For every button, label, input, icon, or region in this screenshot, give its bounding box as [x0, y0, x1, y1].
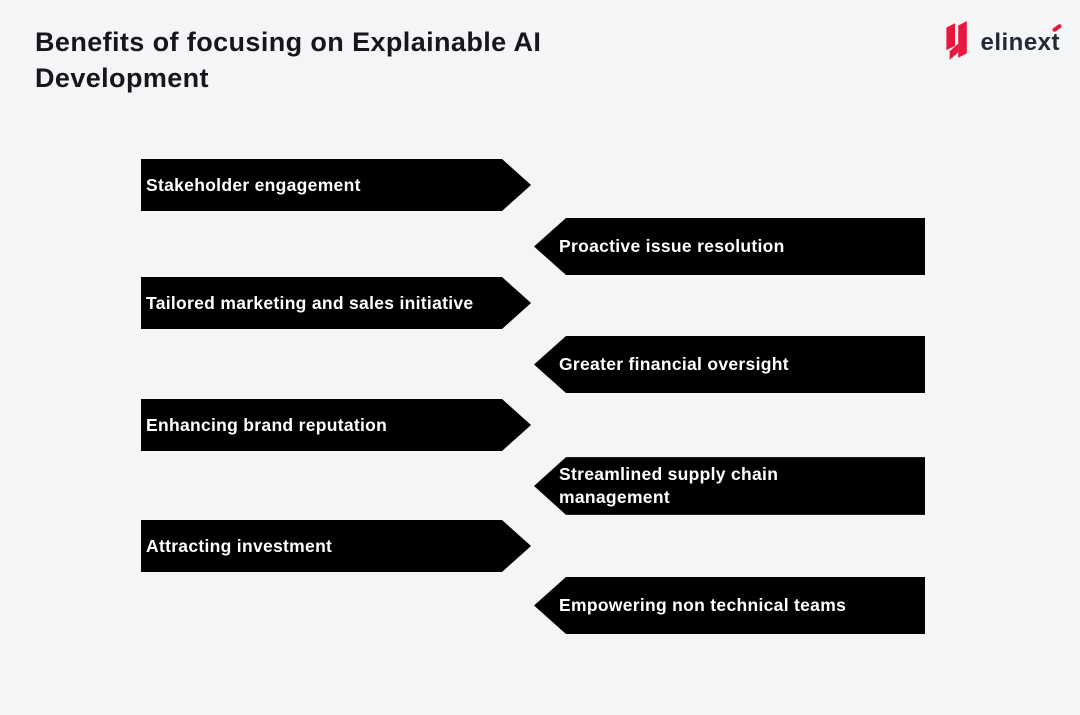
- benefit-label: Tailored marketing and sales initiative: [146, 292, 474, 313]
- benefit-banner-6: Streamlined supply chain management: [522, 446, 936, 526]
- elinext-n-icon: [946, 20, 968, 60]
- benefit-label: Empowering non technical teams: [559, 595, 847, 615]
- benefit-banner-2: Proactive issue resolution: [522, 207, 936, 286]
- benefit-label: Proactive issue resolution: [559, 236, 785, 256]
- page-title-line-2: Development: [35, 63, 209, 93]
- benefit-banner-3: Tailored marketing and sales initiative: [130, 266, 542, 340]
- logo-wordmark: elinext: [980, 29, 1060, 56]
- benefit-label: Enhancing brand reputation: [146, 414, 388, 435]
- benefit-label: Greater financial oversight: [559, 354, 789, 374]
- benefit-banner-5: Enhancing brand reputation: [130, 388, 542, 462]
- benefit-banner-1: Stakeholder engagement: [130, 148, 542, 222]
- page-title-line-1: Benefits of focusing on Explainable AI: [35, 27, 542, 57]
- elinext-logo: elinext: [941, 17, 1063, 63]
- benefit-label: Attracting investment: [146, 535, 333, 556]
- page-title: Benefits of focusing on Explainable AI D…: [35, 24, 541, 96]
- benefit-banner-8: Empowering non technical teams: [522, 566, 936, 645]
- benefit-label: Stakeholder engagement: [146, 174, 361, 195]
- benefit-banner-7: Attracting investment: [130, 509, 542, 583]
- benefit-label: Streamlined supply chain management: [559, 464, 779, 507]
- benefit-banner-4: Greater financial oversight: [522, 325, 936, 404]
